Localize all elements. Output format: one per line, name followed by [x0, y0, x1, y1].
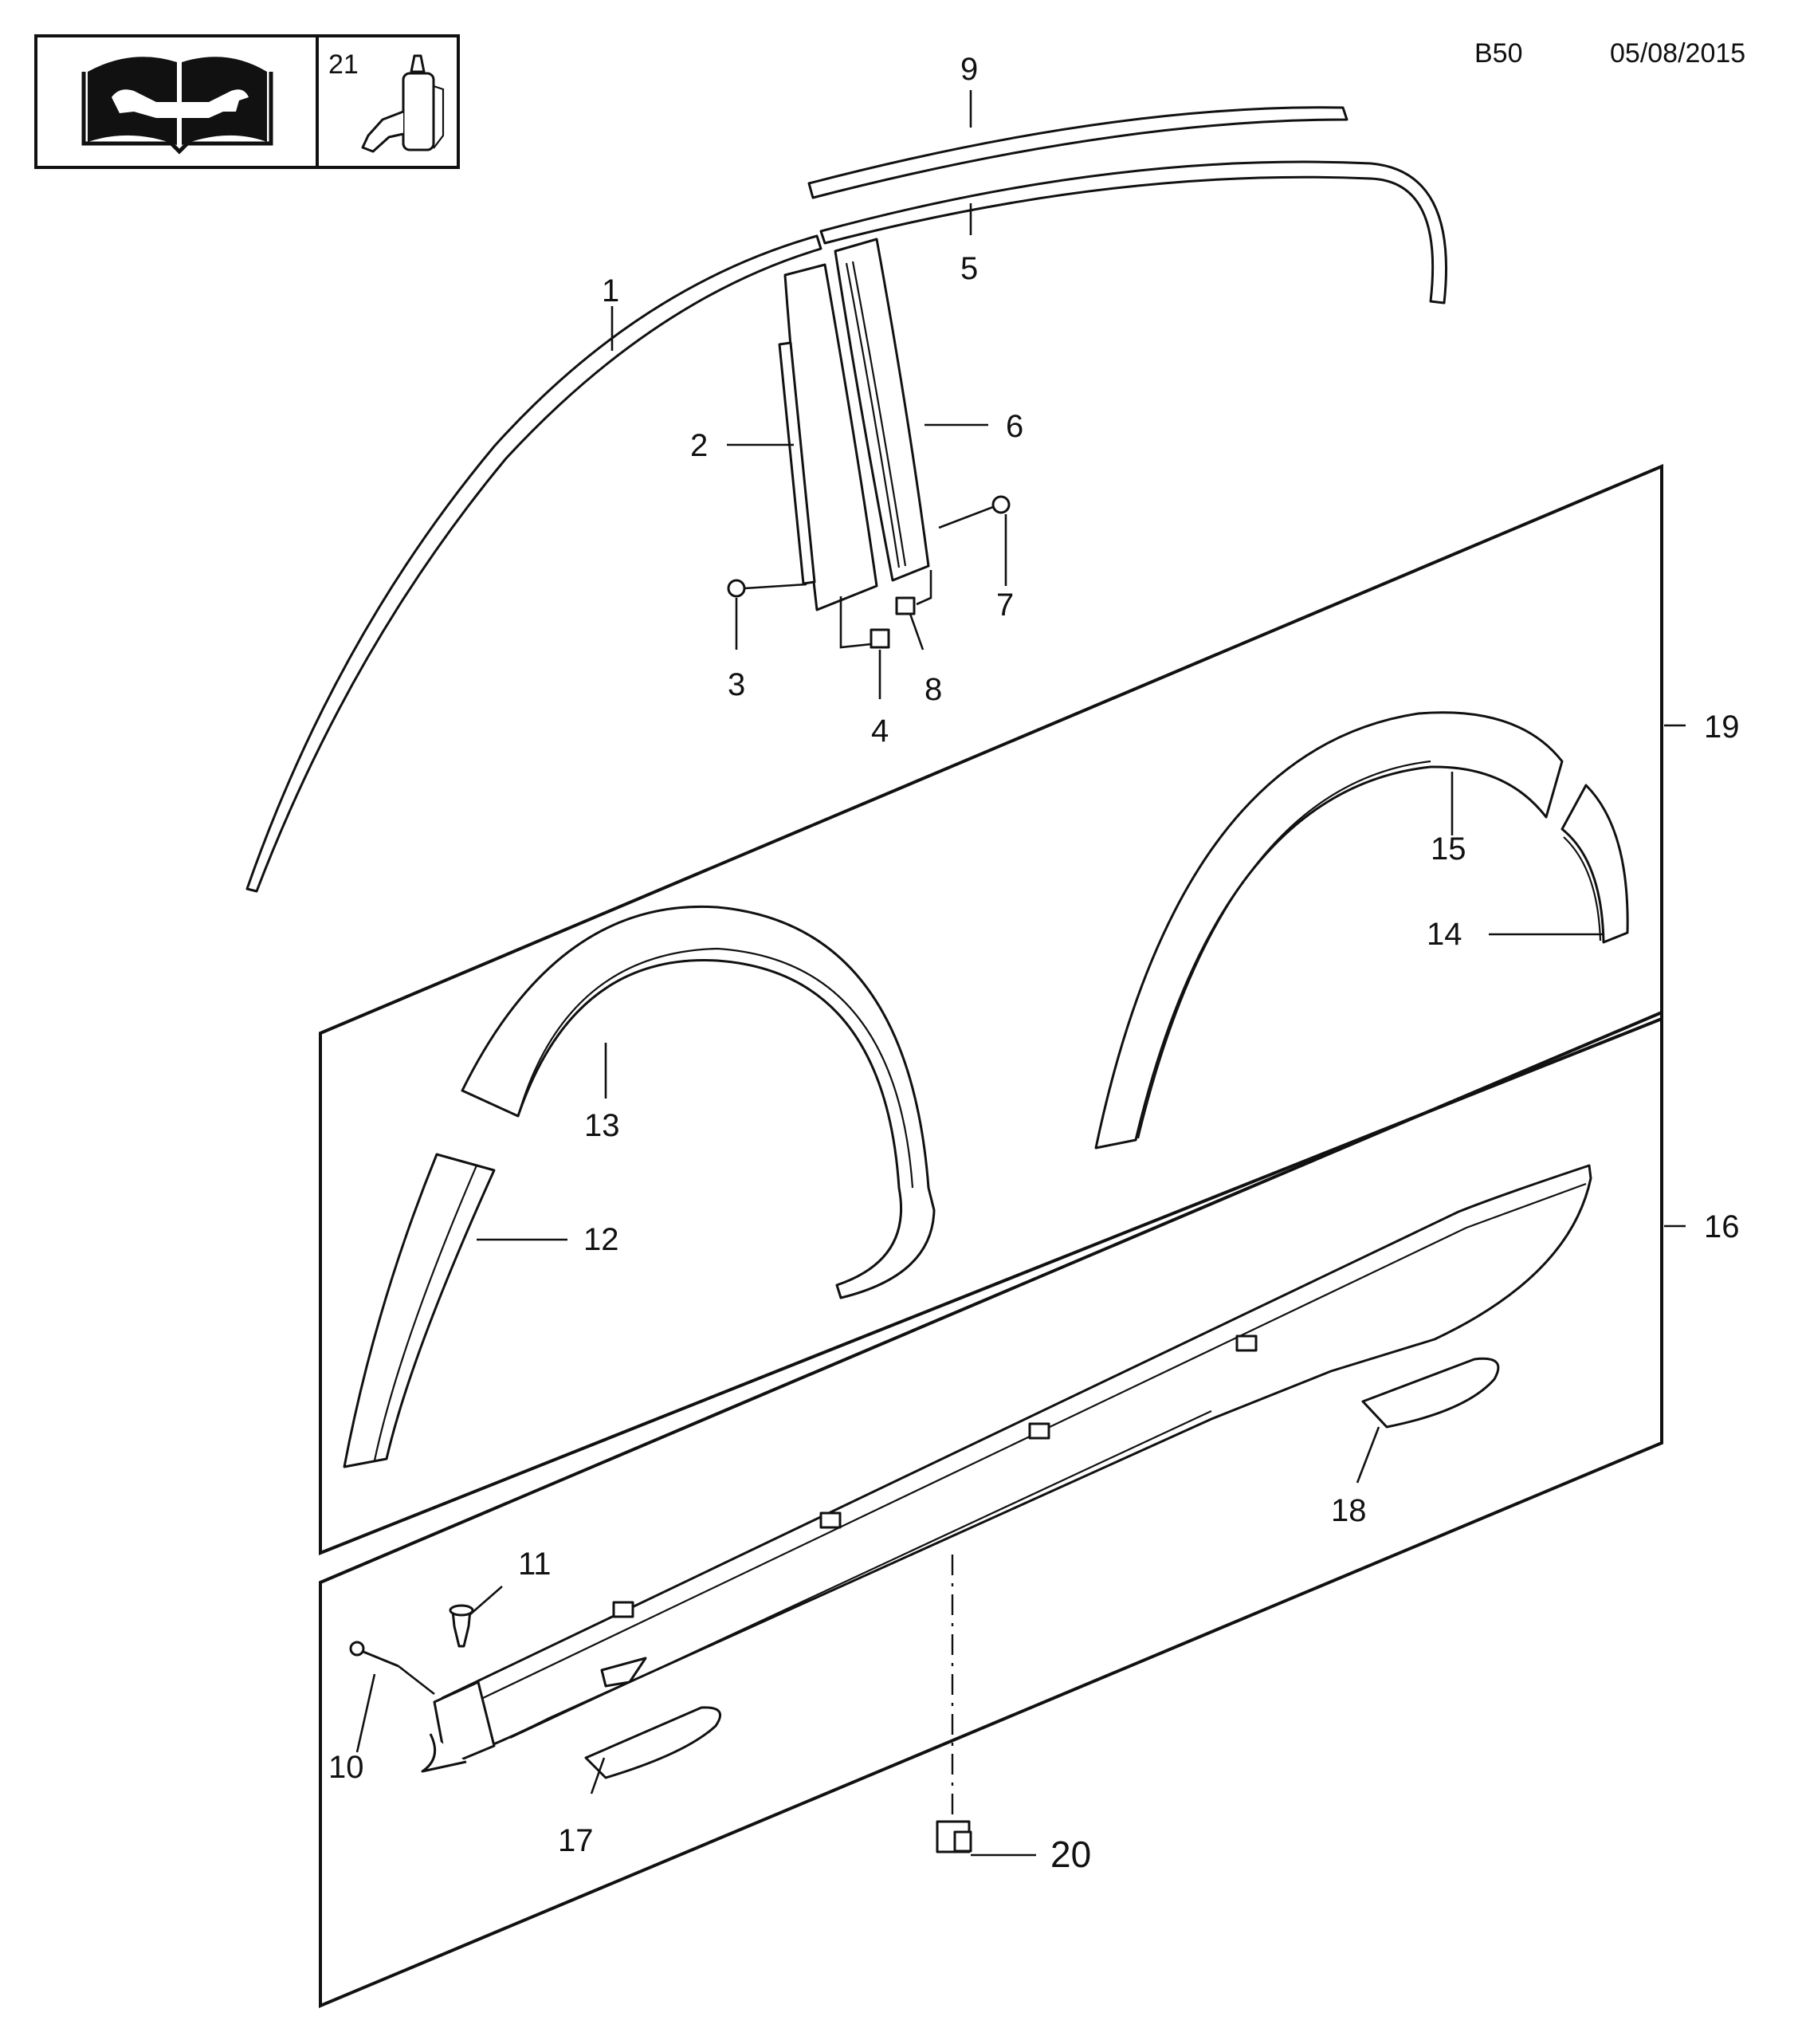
glue-ref-number: 21: [328, 49, 359, 80]
repair-manual-icon: [81, 57, 273, 155]
front-wheel-arch-13-inner: [516, 947, 914, 1189]
callout-9: 9: [960, 52, 978, 87]
panel-16-outline: [319, 1009, 1663, 2009]
front-wheel-arch-13: [461, 905, 936, 1299]
header-icon-box: 21: [34, 34, 460, 169]
callout-labels: 9 5 1 2 6 7 3 8 4 19 15 14 13 12 16 18 1…: [328, 52, 1740, 1875]
section-code: B50: [1474, 38, 1523, 69]
leader-lines: [355, 90, 1686, 1857]
callout-16: 16: [1704, 1209, 1740, 1244]
roof-molding-5: [819, 160, 1447, 305]
callout-8: 8: [925, 672, 942, 707]
front-arch-piece-12-edge: [373, 1165, 478, 1461]
callout-19: 19: [1704, 710, 1740, 745]
sill-end-trim-17: [584, 1706, 721, 1779]
pillar-trim-2: [778, 263, 878, 611]
callout-1: 1: [602, 273, 619, 309]
clip-8: [895, 570, 932, 615]
clip-20: [936, 1820, 972, 1853]
diagram-date: 05/08/2015: [1610, 38, 1745, 69]
callout-11: 11: [518, 1547, 552, 1582]
callout-7: 7: [996, 588, 1014, 623]
callout-15: 15: [1431, 831, 1466, 867]
callout-6: 6: [1006, 409, 1023, 444]
screw-3: [727, 579, 807, 598]
rear-wheel-arch-15: [1094, 711, 1564, 1150]
callout-3: 3: [728, 667, 745, 702]
pillar-trim-6: [834, 238, 930, 582]
roof-molding-1: [245, 234, 822, 893]
callout-10: 10: [328, 1750, 364, 1785]
clip-11: [449, 1604, 474, 1648]
screw-7: [938, 495, 1011, 529]
callout-13: 13: [584, 1108, 620, 1143]
roof-strip-9: [807, 106, 1348, 199]
clip-4: [839, 596, 890, 649]
rear-arch-piece-14-edge: [1563, 836, 1602, 941]
rear-arch-piece-14: [1560, 784, 1629, 944]
adhesive-bottle-icon: [361, 54, 445, 153]
callout-5: 5: [960, 251, 978, 286]
sill-end-trim-18: [1361, 1357, 1500, 1429]
callout-14: 14: [1427, 917, 1462, 952]
callout-20: 20: [1050, 1834, 1091, 1875]
screw-10: [349, 1641, 399, 1668]
callout-18: 18: [1331, 1493, 1367, 1528]
callout-17: 17: [558, 1823, 594, 1858]
callout-2: 2: [690, 428, 708, 463]
sill-tabs: [612, 1334, 1258, 1618]
callout-4: 4: [871, 713, 889, 749]
sill-panel: [421, 1164, 1592, 1773]
callout-12: 12: [583, 1222, 619, 1257]
rear-wheel-arch-15-inner: [1137, 760, 1431, 1139]
